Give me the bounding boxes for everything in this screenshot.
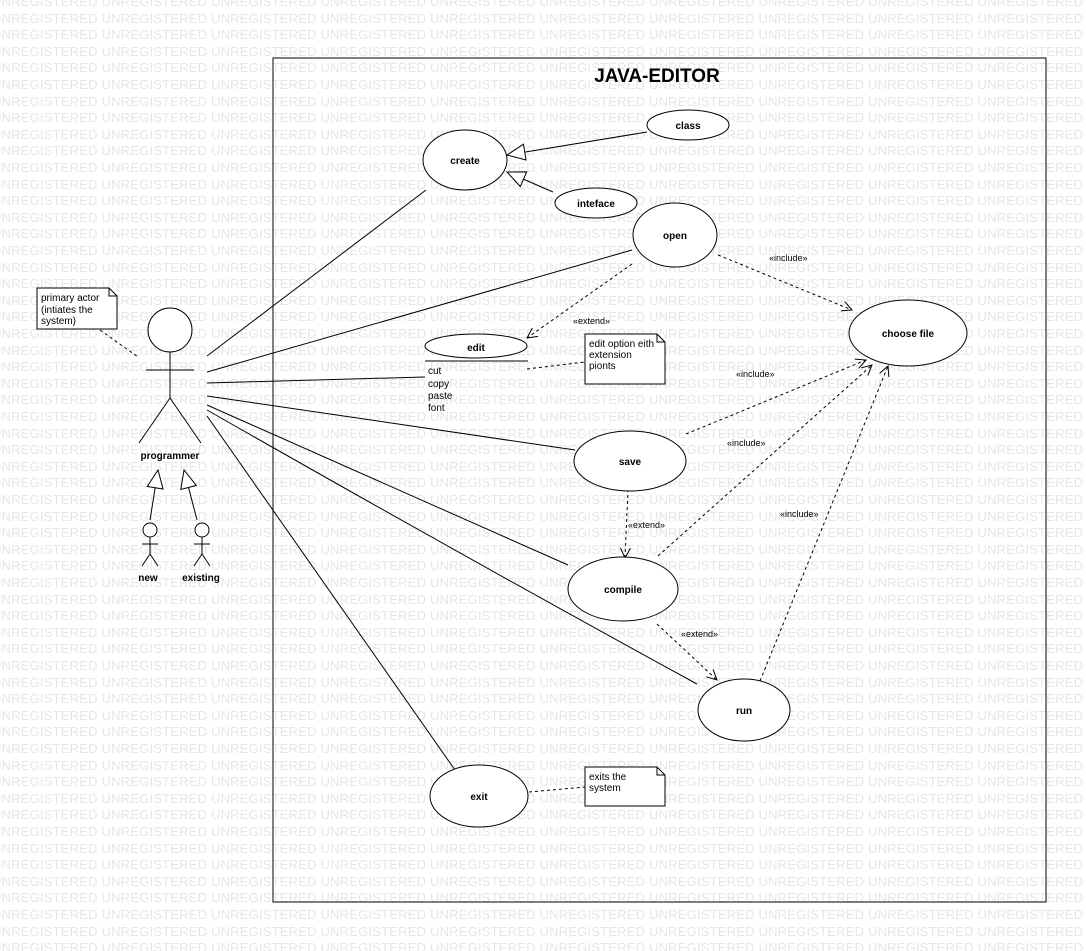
actor-existing[interactable] [193, 522, 211, 567]
actor-programmer-head [147, 307, 193, 353]
use-case-inteface-label: inteface [577, 199, 615, 210]
actor-existing-head [194, 522, 210, 538]
use-case-edit[interactable]: edit cut copy paste font [424, 333, 528, 414]
note-edit-line-1: edit option eith [589, 339, 654, 350]
extend-compile-run [656, 623, 717, 680]
note-link-exit [528, 786, 586, 793]
include-compile-choosefile [657, 365, 872, 557]
stereo-include-run: «include» [780, 509, 819, 519]
stereo-extend-edit: «extend» [573, 316, 610, 326]
use-case-open-label: open [663, 231, 687, 242]
note-edit-options: edit option eith extension pionts [584, 333, 666, 385]
gen-existing-programmer [184, 470, 198, 521]
use-case-edit-label: edit [467, 343, 485, 354]
note-edit-line-3: pionts [589, 361, 616, 372]
actor-new[interactable] [141, 522, 159, 567]
note-edit-line-2: extension [589, 350, 632, 361]
gen-new-programmer [150, 470, 158, 521]
use-case-class-label: class [675, 121, 700, 132]
use-case-choose-file[interactable]: choose file [848, 299, 968, 367]
edit-option-copy: copy [428, 379, 449, 390]
include-save-choosefile [685, 360, 866, 435]
note-link-primary [99, 329, 139, 358]
use-case-compile[interactable]: compile [567, 556, 679, 622]
system-boundary [272, 57, 1047, 903]
note-exit: exits the system [584, 766, 666, 807]
system-title: JAVA-EDITOR [594, 66, 720, 87]
gen-class-create [507, 131, 648, 155]
assoc-run [206, 409, 698, 685]
note-primary-line-3: system) [41, 316, 76, 327]
use-case-compile-label: compile [604, 585, 642, 596]
assoc-compile [206, 404, 569, 566]
use-case-exit-label: exit [470, 792, 488, 803]
use-case-choose-file-label: choose file [882, 329, 935, 340]
actor-new-head [142, 522, 158, 538]
note-primary-line-1: primary actor [41, 293, 100, 304]
stereo-include-save: «include» [736, 369, 775, 379]
use-case-exit[interactable]: exit [429, 764, 529, 828]
actor-new-label: new [138, 573, 158, 584]
edit-option-cut: cut [428, 366, 442, 377]
stereo-extend-compile: «extend» [628, 520, 665, 530]
assoc-open [206, 249, 633, 373]
use-case-open[interactable]: open [632, 202, 718, 268]
note-primary-line-2: (intiates the [41, 305, 93, 316]
include-run-choosefile [759, 366, 888, 682]
edit-option-font: font [428, 403, 445, 414]
edit-option-paste: paste [428, 391, 453, 402]
actor-programmer[interactable] [138, 307, 202, 444]
use-case-create[interactable]: create [422, 129, 508, 191]
use-case-run-label: run [736, 706, 752, 717]
note-primary-actor: primary actor (intiates the system) [36, 287, 118, 330]
stereo-include-compile: «include» [727, 438, 766, 448]
use-case-run[interactable]: run [697, 678, 791, 742]
generalizations [150, 131, 648, 521]
note-exit-line-1: exits the [589, 772, 627, 783]
include-open-choosefile [717, 254, 852, 310]
assoc-edit [206, 376, 426, 384]
note-exit-line-2: system [589, 783, 621, 794]
use-case-class[interactable]: class [646, 109, 730, 141]
actor-programmer-label: programmer [141, 451, 200, 462]
stereo-include-open: «include» [769, 253, 808, 263]
assoc-exit [206, 415, 456, 771]
note-link-edit [526, 361, 586, 370]
use-case-save-label: save [619, 457, 642, 468]
stereo-extend-run: «extend» [681, 629, 718, 639]
actor-existing-label: existing [182, 573, 220, 584]
associations [206, 189, 698, 771]
use-case-save[interactable]: save [573, 430, 687, 492]
use-case-create-label: create [450, 156, 480, 167]
assoc-save [206, 395, 576, 451]
gen-inteface-create [507, 172, 554, 193]
use-case-inteface[interactable]: inteface [554, 187, 638, 219]
dependencies [99, 254, 888, 793]
assoc-create [206, 189, 427, 357]
